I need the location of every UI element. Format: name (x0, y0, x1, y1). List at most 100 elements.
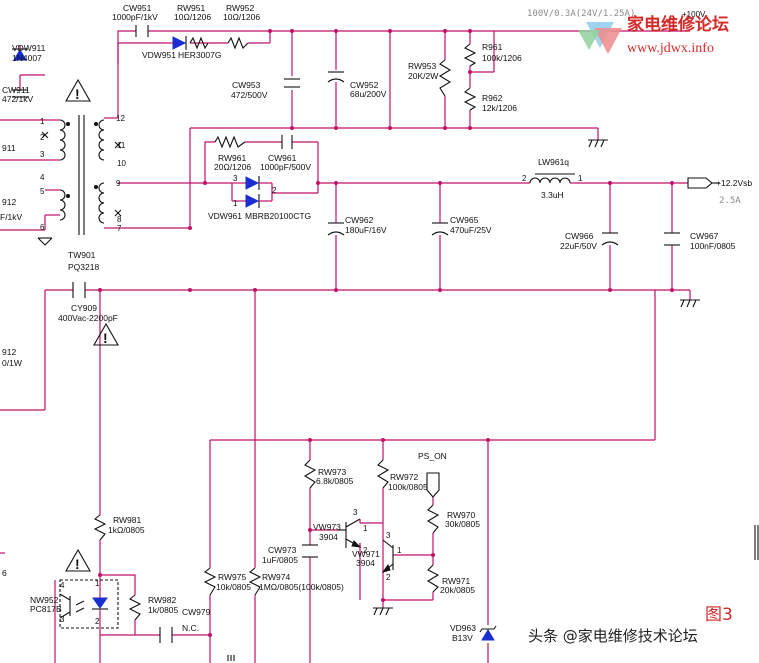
pin-nw952-3: 3 (60, 615, 65, 624)
capacitor-cw961 (281, 135, 293, 149)
label-cw979-ref: CW979 (182, 607, 211, 617)
watermark-logo: 家电维修论坛 www.jdwx.info (578, 14, 729, 56)
label-cy909-ref: CY909 (71, 303, 97, 313)
label-vdw961-ref: VDW961 (208, 211, 242, 221)
label-vw971-val: 3904 (356, 558, 375, 568)
label-rw951-ref: RW951 (177, 3, 205, 13)
resistor-rw970 (426, 504, 440, 534)
wires (0, 30, 690, 663)
capacitor-cw911 (12, 89, 28, 98)
label-912c-b: 0/1W (2, 358, 22, 368)
label-cw979-val: N.C. (182, 623, 199, 633)
label-rw973-ref: RW973 (318, 467, 346, 477)
svg-text:!: ! (75, 556, 80, 572)
pin-nw952-1: 1 (95, 579, 100, 588)
label-cw952-val: 68u/200V (350, 89, 387, 99)
label-amp: 2.5A (719, 196, 741, 206)
pin-12: 12 (116, 114, 125, 123)
pin-vw973-1: 1 (363, 524, 368, 533)
pin-vw973-3: 3 (353, 508, 358, 517)
diode-vdw951 (165, 36, 187, 50)
pin-vdw961-3: 3 (233, 174, 238, 183)
label-rw982-ref: RW982 (148, 595, 176, 605)
label-cw953-ref: CW953 (232, 80, 261, 90)
pin-vw971-3: 3 (386, 531, 391, 540)
label-vdw951-val: HER3007G (178, 50, 221, 60)
watermark-url: www.jdwx.info (627, 41, 714, 56)
svg-text:!: ! (75, 86, 80, 102)
resistor-rw951 (189, 36, 209, 50)
label-912-a: 912 (2, 197, 16, 207)
pin-10: 10 (117, 159, 126, 168)
label-cw951-val: 1000pF/1kV (112, 12, 158, 22)
label-912c-a: 912 (2, 347, 16, 357)
label-rw961-val: 20Ω/1206 (214, 162, 251, 172)
label-rw975-ref: RW975 (218, 572, 246, 582)
capacitor-cw966 (601, 232, 619, 246)
ground-symbol-2 (680, 290, 700, 308)
pin-lw961-1: 1 (578, 174, 583, 183)
label-top-rating: 100V/0.3A(24V/1.25A) (527, 9, 635, 19)
label-rw974-ref: RW974 (262, 572, 290, 582)
figure-label: 图3 (705, 605, 733, 625)
pin-3: 3 (40, 150, 45, 159)
warning-triangle-icon-2: ! (93, 322, 119, 346)
label-r961-ref: R961 (482, 42, 503, 52)
component-labels: CW951 1000pF/1kV RW951 10Ω/1206 RW952 10… (0, 3, 752, 643)
pin-vw973-2: 2 (363, 546, 368, 555)
resistor-rw982 (128, 594, 142, 621)
label-lw961-ref: LW961q (538, 157, 569, 167)
label-rw971-val: 20k/0805 (440, 585, 475, 595)
capacitor-cw962 (327, 222, 345, 236)
no-connect-marks (41, 131, 122, 217)
pin-9: 9 (116, 179, 121, 188)
label-cw967-ref: CW967 (690, 231, 719, 241)
inductor-lw961 (529, 173, 575, 184)
capacitor-cw952 (327, 71, 345, 83)
label-cw952-ref: CW952 (350, 80, 379, 90)
label-frag-6: 6 (2, 568, 7, 578)
resistor-r962 (463, 87, 477, 111)
resistor-rw952 (208, 36, 249, 50)
label-cw911-val: 472/1kV (2, 94, 34, 104)
label-rw952-val: 10Ω/1206 (223, 12, 260, 22)
pin-vdw961-2: 2 (272, 186, 277, 195)
label-vw973-val: 3904 (319, 532, 338, 542)
label-vdw951-ref: VDW951 (142, 50, 176, 60)
ps-on-connector (426, 472, 440, 498)
label-cw965-ref: CW965 (450, 215, 479, 225)
label-rw953-ref: RW953 (408, 61, 436, 71)
resistor-rw975 (203, 567, 217, 596)
pin-5: 5 (40, 187, 45, 196)
label-cw965-val: 470uF/25V (450, 225, 492, 235)
capacitor-cw953 (284, 78, 300, 88)
label-tw901-ref: TW901 (68, 250, 96, 260)
optocoupler-nw952 (59, 579, 119, 629)
label-rw951-val: 10Ω/1206 (174, 12, 211, 22)
capacitor-cw951 (135, 25, 149, 37)
right-edge-marks (754, 525, 759, 560)
label-rw971-ref: RW971 (442, 576, 470, 586)
label-cw967-val: 100nF/0805 (690, 241, 736, 251)
resistor-rw961 (214, 135, 246, 149)
warning-triangle-icon-1: ! (65, 78, 91, 102)
label-912-b: F/1kV (0, 212, 23, 222)
label-rw974-val: 1MΩ/0805(100k/0805) (259, 582, 344, 592)
pin-lw961-2: 2 (522, 174, 527, 183)
label-rw972-val: 100k/0805 (388, 482, 428, 492)
label-lw961-val: 3.3uH (541, 190, 564, 200)
label-rw981-val: 1kΩ/0805 (108, 525, 145, 535)
pin-11: 11 (117, 141, 126, 150)
output-port-arrow (687, 177, 720, 189)
watermark-title: 家电维修论坛 (627, 14, 729, 35)
footer-credit: 头条 @家电维修技术论坛 (528, 627, 698, 645)
pin-8: 8 (117, 215, 122, 224)
pin-vdw961-1: 1 (233, 199, 238, 208)
resistor-rw974 (248, 567, 262, 596)
capacitor-cw967 (664, 232, 680, 246)
label-r962-val: 12k/1206 (482, 103, 517, 113)
label-r961-val: 100k/1206 (482, 53, 522, 63)
label-cw966-val: 22uF/50V (560, 241, 597, 251)
